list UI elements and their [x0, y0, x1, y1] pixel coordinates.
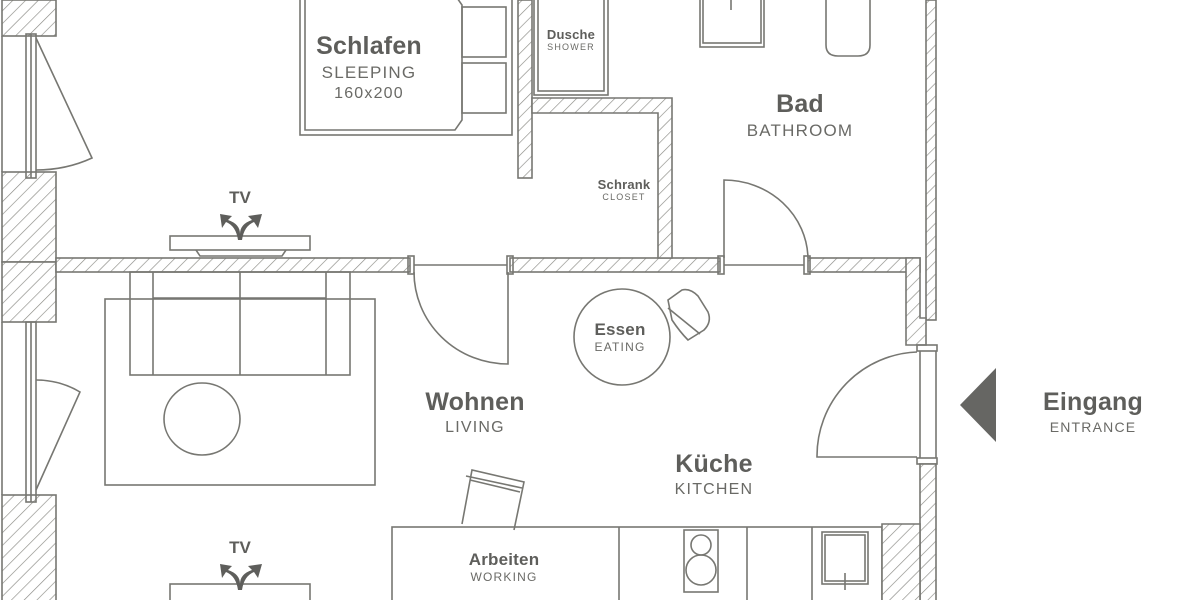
room-name-de: Wohnen	[425, 388, 525, 416]
room-label-bathroom: Bad BATHROOM	[747, 90, 854, 141]
room-label-working: Arbeiten WORKING	[469, 550, 540, 584]
right-exterior-wall	[905, 0, 938, 600]
tv-stand-top	[169, 214, 311, 257]
room-label-kitchen: Küche KITCHEN	[675, 450, 754, 499]
room-label-living: Wohnen LIVING	[425, 388, 524, 437]
room-label-sleeping: Schlafen SLEEPING 160x200	[316, 32, 422, 103]
desk-chair	[461, 469, 525, 531]
left-exterior-wall	[1, 0, 57, 600]
tv-label-top: TV	[229, 188, 251, 207]
triangle-left-icon	[960, 368, 996, 442]
room-name-en: BATHROOM	[746, 121, 854, 140]
room-name-de: Dusche	[546, 27, 596, 42]
shower-tray	[533, 0, 609, 96]
bed-size: 160x200	[334, 85, 404, 102]
cooktop	[683, 529, 719, 593]
tv-stand-bottom	[169, 564, 311, 600]
sofa-area	[104, 271, 376, 486]
entrance-label: Eingang ENTRANCE	[1043, 388, 1143, 435]
bed	[299, 0, 513, 136]
room-name-de: Küche	[675, 450, 753, 478]
room-name-de: Schrank	[597, 177, 651, 192]
entrance-name-en: ENTRANCE	[1049, 419, 1137, 435]
room-name-en: WORKING	[470, 570, 538, 584]
entrance-door	[816, 351, 918, 458]
toilet	[825, 0, 871, 57]
room-name-en: EATING	[594, 340, 646, 354]
window-upper-left	[25, 33, 94, 179]
swivel-arrows-icon	[220, 564, 262, 590]
entrance-name-de: Eingang	[1042, 388, 1144, 416]
bathroom-door	[723, 179, 809, 259]
coffee-table	[163, 382, 241, 456]
room-name-en: SLEEPING	[321, 63, 417, 82]
dining-table	[573, 288, 711, 386]
swivel-arrows-icon	[220, 214, 262, 240]
room-name-en: SHOWER	[547, 42, 595, 52]
room-name-de: Schlafen	[316, 32, 422, 60]
room-label-closet: Schrank CLOSET	[598, 177, 651, 202]
middle-wall	[55, 255, 921, 275]
tv-label-bottom: TV	[229, 538, 251, 557]
room-name-en: KITCHEN	[674, 481, 754, 498]
room-name-de: Bad	[776, 90, 824, 118]
window-lower-left	[25, 321, 82, 503]
room-name-de: Arbeiten	[468, 550, 540, 569]
bathroom-sink	[699, 0, 765, 48]
room-label-eating: Essen EATING	[594, 320, 645, 354]
living-room-door	[413, 271, 509, 365]
kitchen-counter	[391, 523, 921, 600]
room-label-shower: Dusche SHOWER	[547, 27, 595, 52]
room-name-en: CLOSET	[602, 192, 646, 202]
room-name-en: LIVING	[445, 419, 505, 436]
shower-closet-walls	[517, 0, 673, 259]
room-name-de: Essen	[594, 320, 646, 339]
